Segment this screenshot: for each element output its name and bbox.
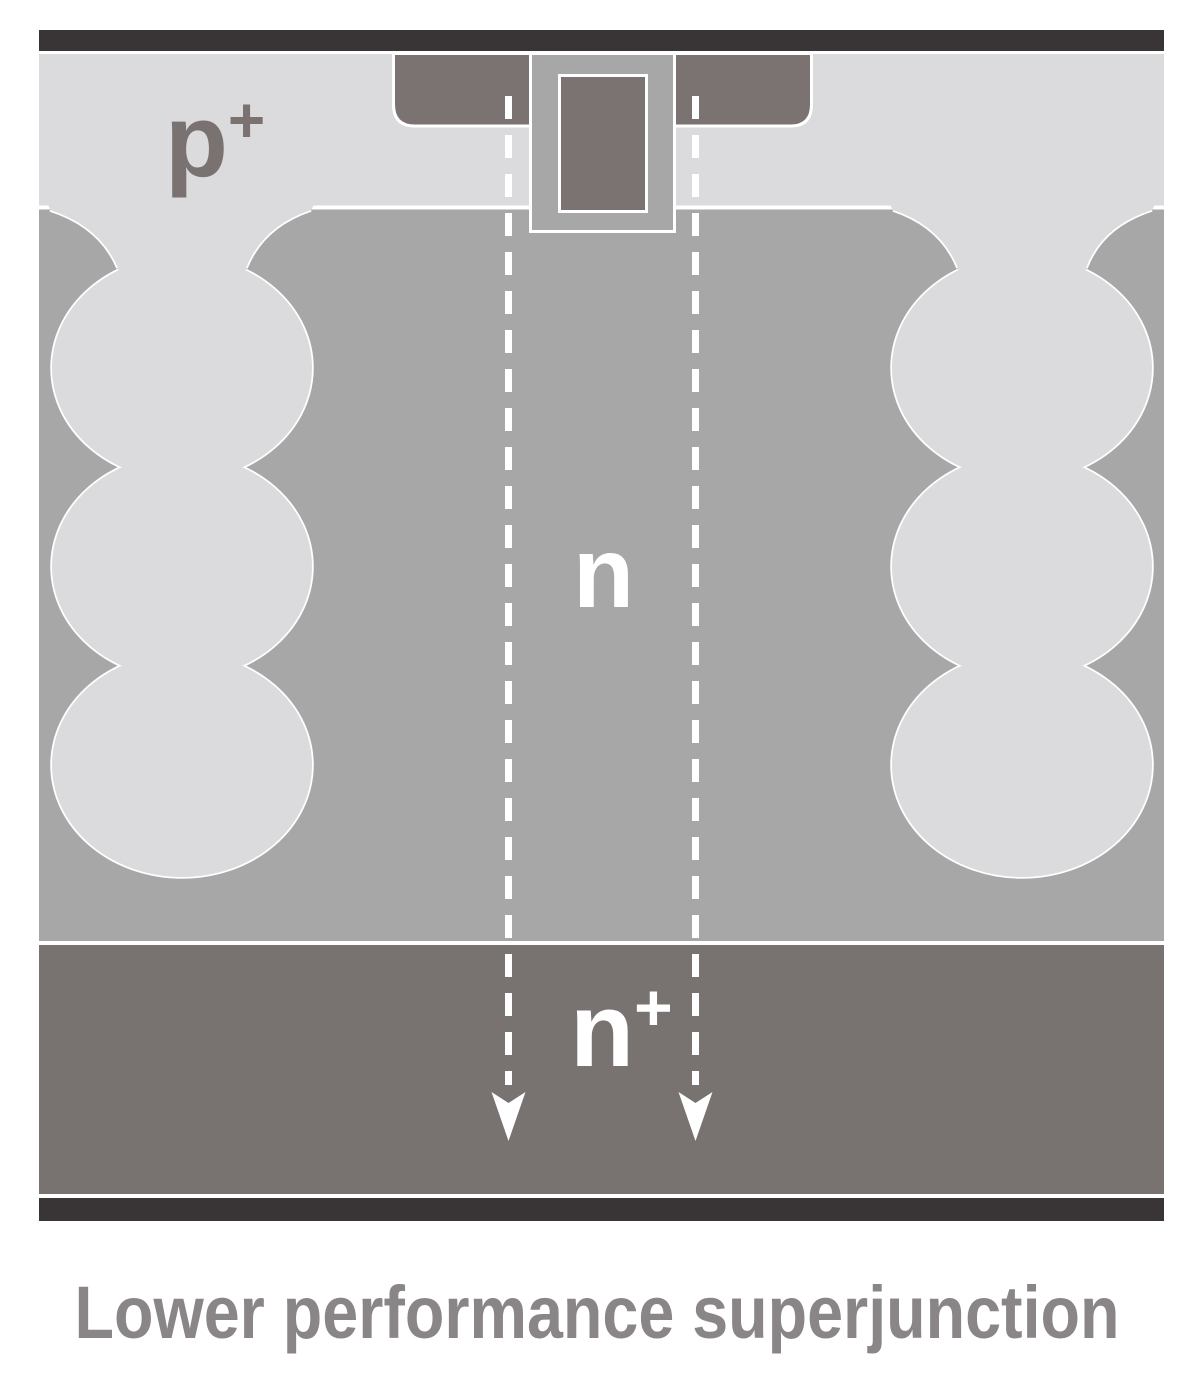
p-pillar-fills	[46, 198, 1158, 877]
pillar-left-bubble-2	[52, 454, 312, 679]
label-n-plus-sup: +	[634, 970, 673, 1044]
label-p-plus: p+	[165, 83, 265, 198]
label-n-plus: n+	[570, 970, 673, 1089]
source-contact-right	[672, 52, 813, 128]
caption: Lower performance superjunction	[75, 1271, 1120, 1354]
pillar-left-funnel	[46, 198, 318, 280]
pillar-right-bubble-3	[892, 653, 1152, 877]
source-contact-left	[392, 52, 533, 128]
flow-arrow-left-head-icon	[491, 1092, 526, 1141]
bottom-electrode-bar	[39, 1198, 1164, 1221]
label-p-plus-sup: +	[228, 84, 265, 156]
pillar-right-bubble-1	[892, 256, 1152, 480]
label-p-plus-base: p	[165, 83, 228, 198]
gate-electrode	[558, 74, 648, 213]
nplus-electrode-boundary-line	[39, 1194, 1164, 1198]
label-n-plus-base: n	[570, 972, 634, 1089]
flow-arrow-right-head-icon	[678, 1092, 713, 1141]
flow-arrows	[491, 96, 713, 1141]
pillar-left-bubble-3	[52, 653, 312, 877]
label-n: n	[573, 517, 634, 629]
label-n-base: n	[573, 517, 634, 629]
pillar-right-funnel	[886, 198, 1158, 280]
pillar-right-bubble-2	[892, 454, 1152, 679]
pillar-left-bubble-1	[52, 256, 312, 480]
n-plus-substrate	[39, 945, 1164, 1194]
source-contacts	[392, 52, 813, 128]
top-electrode-bar	[39, 30, 1164, 51]
n-nplus-boundary-line	[39, 941, 1164, 945]
